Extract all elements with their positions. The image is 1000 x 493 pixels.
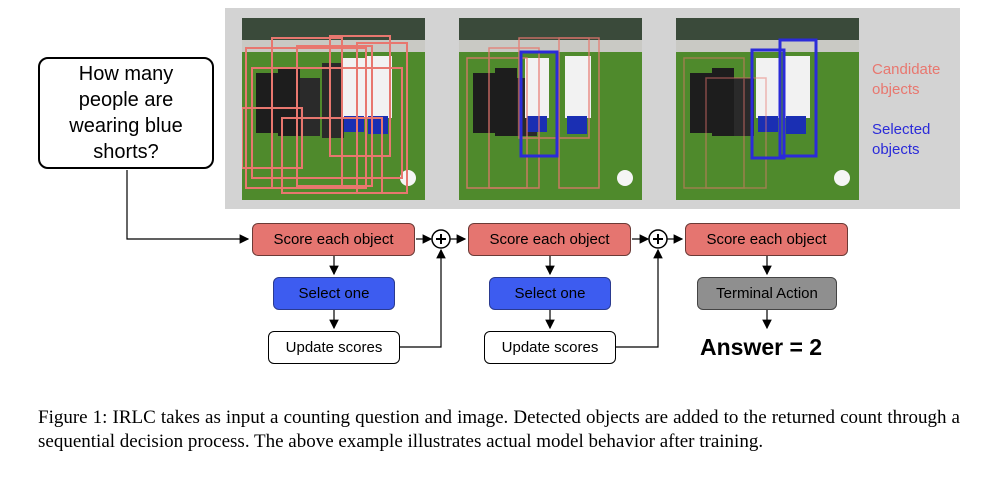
plus-junction-2 xyxy=(648,229,668,249)
terminal-action-box: Terminal Action xyxy=(697,277,837,310)
update-box-1: Update scores xyxy=(268,331,400,364)
flow-arrows xyxy=(126,170,772,348)
select-box-1: Select one xyxy=(273,277,395,310)
photo-step-2 xyxy=(459,18,642,200)
question-box: How many people are wearing blue shorts? xyxy=(38,57,214,169)
score-box-3: Score each object xyxy=(685,223,848,256)
plus-junction-1 xyxy=(431,229,451,249)
score-box-1: Score each object xyxy=(252,223,415,256)
score-box-2: Score each object xyxy=(468,223,631,256)
photo-step-1 xyxy=(242,18,425,200)
legend-selected: Selected objects xyxy=(872,121,931,158)
photo-step-3 xyxy=(676,18,859,200)
select-box-2: Select one xyxy=(489,277,611,310)
legend-candidate: Candidate objects xyxy=(872,61,941,98)
figure-caption: Figure 1: IRLC takes as input a counting… xyxy=(38,407,960,452)
answer-label: Answer = 2 xyxy=(700,334,823,360)
update-box-2: Update scores xyxy=(484,331,616,364)
